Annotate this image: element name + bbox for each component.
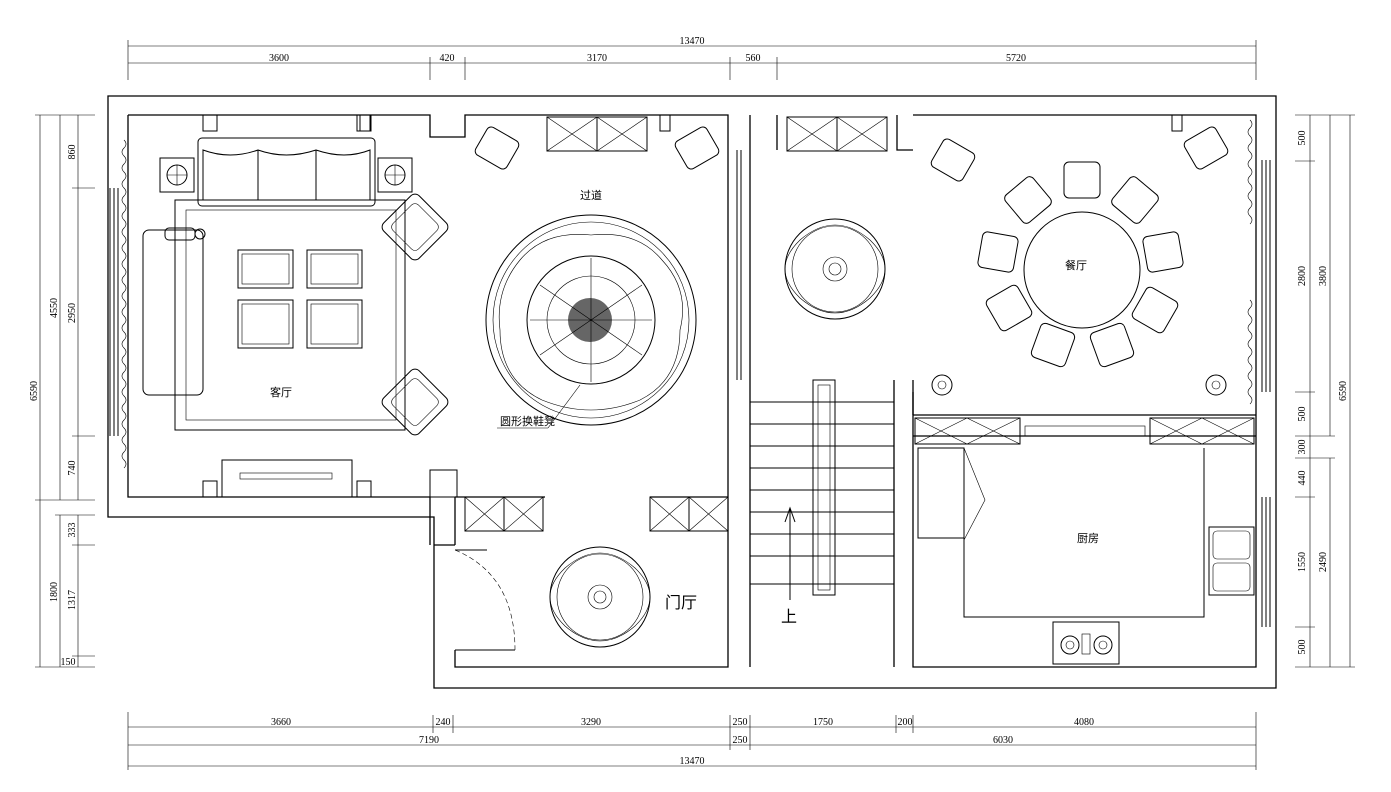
dim-bottom-row2-1: 7190 xyxy=(419,735,439,746)
dim-top-3: 3170 xyxy=(587,53,607,64)
dim-right-a6: 1550 xyxy=(1297,552,1308,572)
living-room-label: 客厅 xyxy=(270,385,292,399)
corridor-label: 过道 xyxy=(580,188,602,202)
dim-bottom-row2-2: 250 xyxy=(733,735,748,746)
dining-room-furniture: 餐厅 xyxy=(784,114,1229,396)
staircase: 上 xyxy=(736,150,894,626)
dim-left-lower-3: 150 xyxy=(61,657,76,668)
dim-right-b1: 3800 xyxy=(1318,266,1329,286)
dim-bottom-2: 240 xyxy=(436,717,451,728)
dim-left-inner-a: 4550 xyxy=(49,298,60,318)
foyer-label: 门厅 xyxy=(665,593,697,612)
dim-left-outer: 6590 xyxy=(29,381,40,401)
dim-left-inner-b1: 860 xyxy=(67,145,78,160)
dim-right-a4: 300 xyxy=(1297,440,1308,455)
dim-left-lower-total: 1800 xyxy=(49,582,60,602)
dim-bottom-1: 3660 xyxy=(271,717,291,728)
dim-right-total: 6590 xyxy=(1338,381,1349,401)
living-room-furniture: 客厅 xyxy=(142,114,449,498)
dim-left-lower-1: 333 xyxy=(67,523,78,538)
dim-right-a5: 440 xyxy=(1297,471,1308,486)
right-dimension-lines: 500 2800 500 300 440 1550 500 3800 2490 … xyxy=(1295,114,1355,668)
windows xyxy=(109,160,1271,627)
dim-top-2: 420 xyxy=(440,53,455,64)
dim-bottom-4: 250 xyxy=(733,717,748,728)
stair-up-label: 上 xyxy=(781,607,797,626)
dim-top-4: 560 xyxy=(746,53,761,64)
dim-bottom-5: 1750 xyxy=(813,717,833,728)
dim-top-1: 3600 xyxy=(269,53,289,64)
dim-right-a7: 500 xyxy=(1297,640,1308,655)
dim-bottom-total: 13470 xyxy=(680,756,705,767)
dim-right-a1: 500 xyxy=(1297,131,1308,146)
bottom-dimension-lines: 3660 240 3290 250 1750 200 4080 7190 250… xyxy=(127,712,1257,770)
dim-left-inner-b2: 2950 xyxy=(67,303,78,323)
top-dimension-lines: 13470 3600 420 3170 560 5720 xyxy=(127,36,1257,80)
foyer-area: 门厅 xyxy=(429,469,729,651)
dim-bottom-6: 200 xyxy=(898,717,913,728)
dim-top-5: 5720 xyxy=(1006,53,1026,64)
curtains xyxy=(121,119,1253,469)
dim-right-a2: 2800 xyxy=(1297,266,1308,286)
dim-top-total: 13470 xyxy=(680,36,705,47)
corridor-area: 过道 圆形换鞋凳 xyxy=(359,114,720,429)
dim-bottom-row2-3: 6030 xyxy=(993,735,1013,746)
kitchen-furniture: 厨房 xyxy=(914,417,1255,665)
dim-bottom-7: 4080 xyxy=(1074,717,1094,728)
dim-bottom-3: 3290 xyxy=(581,717,601,728)
dining-room-label: 餐厅 xyxy=(1065,258,1087,272)
dim-left-lower-2: 1317 xyxy=(67,590,78,610)
left-dimension-lines: 6590 4550 860 2950 740 1800 333 1317 150 xyxy=(29,114,95,668)
dim-right-a3: 500 xyxy=(1297,407,1308,422)
round-shoe-stool-annotation: 圆形换鞋凳 xyxy=(500,414,555,428)
dim-right-b2: 2490 xyxy=(1318,552,1329,572)
dim-left-inner-b3: 740 xyxy=(67,461,78,476)
kitchen-label: 厨房 xyxy=(1077,532,1099,545)
